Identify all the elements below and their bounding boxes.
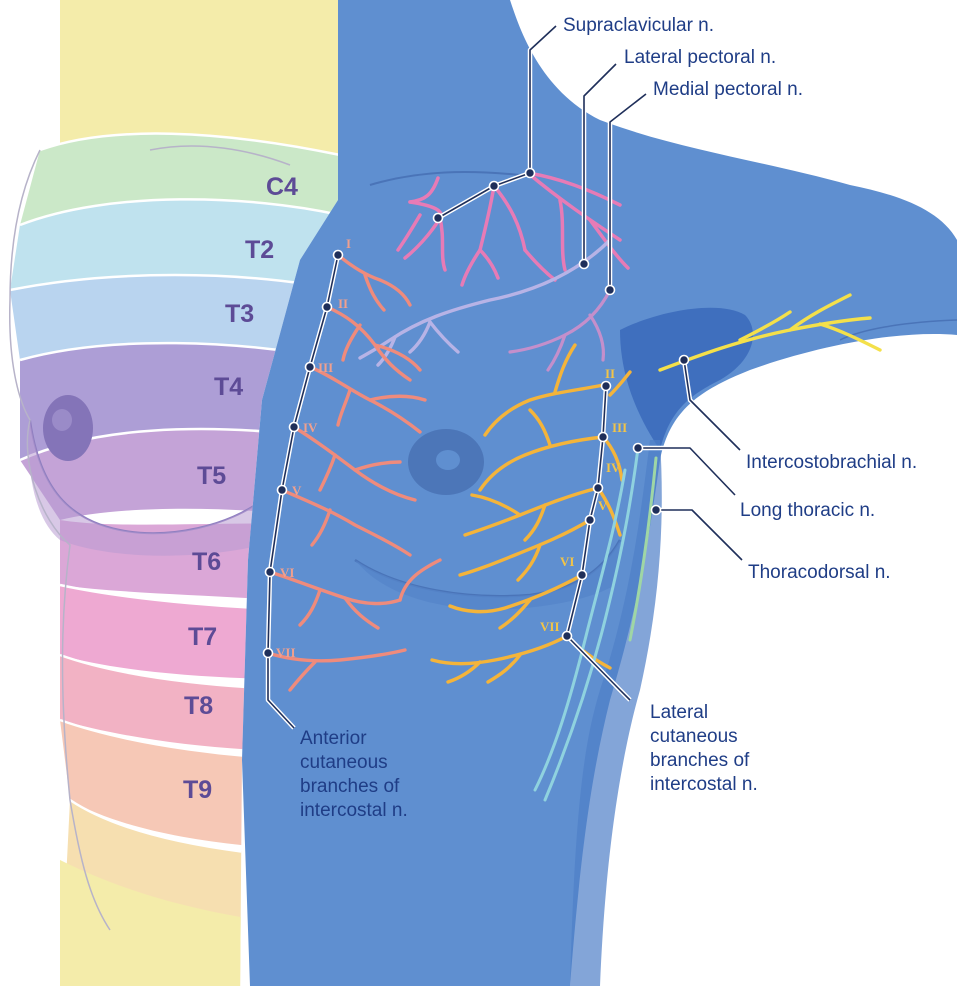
lateral-roman-v: V: [598, 498, 608, 513]
lateral-roman-vi: VI: [560, 554, 574, 569]
label-lateral-line-4: intercostal n.: [650, 774, 758, 795]
anterior-roman-v: V: [292, 483, 302, 498]
label-anterior-line-4: intercostal n.: [300, 800, 408, 821]
label-lateral-line-1: Lateral: [650, 702, 708, 723]
label-intercostobrachial: Intercostobrachial n.: [746, 452, 917, 473]
anterior-roman-iv: IV: [303, 420, 318, 435]
dermatome-label-t8: T8: [184, 692, 213, 720]
label-anterior-line-3: branches of: [300, 776, 400, 797]
lateral-roman-iv: IV: [606, 460, 621, 475]
lateral-roman-vii: VII: [540, 619, 560, 634]
right-areola: [408, 429, 484, 495]
dermatome-label-t5: T5: [197, 462, 226, 490]
dermatome-label-t2: T2: [245, 236, 274, 264]
label-supraclavicular: Supraclavicular n.: [563, 15, 714, 36]
label-anterior-line-1: Anterior: [300, 728, 367, 749]
anterior-roman-i: I: [346, 236, 351, 251]
label-medial-pectoral: Medial pectoral n.: [653, 79, 803, 100]
lateral-roman-iii: III: [612, 420, 627, 435]
label-lateral-line-2: cutaneous: [650, 726, 738, 747]
dermatome-label-t7: T7: [188, 623, 217, 651]
dermatome-label-c4: C4: [266, 173, 298, 201]
anterior-roman-ii: II: [338, 296, 348, 311]
dermatome-label-t9: T9: [183, 776, 212, 804]
lateral-roman-ii: II: [605, 366, 615, 381]
anterior-roman-vii: VII: [276, 645, 296, 660]
dermatome-label-t3: T3: [225, 300, 254, 328]
label-anterior-line-2: cutaneous: [300, 752, 388, 773]
dermatome-label-t6: T6: [192, 548, 221, 576]
anterior-roman-vi: VI: [280, 565, 294, 580]
label-long-thoracic: Long thoracic n.: [740, 500, 875, 521]
dermatome-label-t4: T4: [214, 373, 243, 401]
label-thoracodorsal: Thoracodorsal n.: [748, 562, 891, 583]
label-lateral-pectoral: Lateral pectoral n.: [624, 47, 776, 68]
label-lateral-cutaneous: Lateral cutaneous branches of intercosta…: [650, 702, 758, 795]
anterior-roman-iii: III: [318, 360, 333, 375]
label-lateral-line-3: branches of: [650, 750, 750, 771]
left-areola: [43, 395, 93, 461]
